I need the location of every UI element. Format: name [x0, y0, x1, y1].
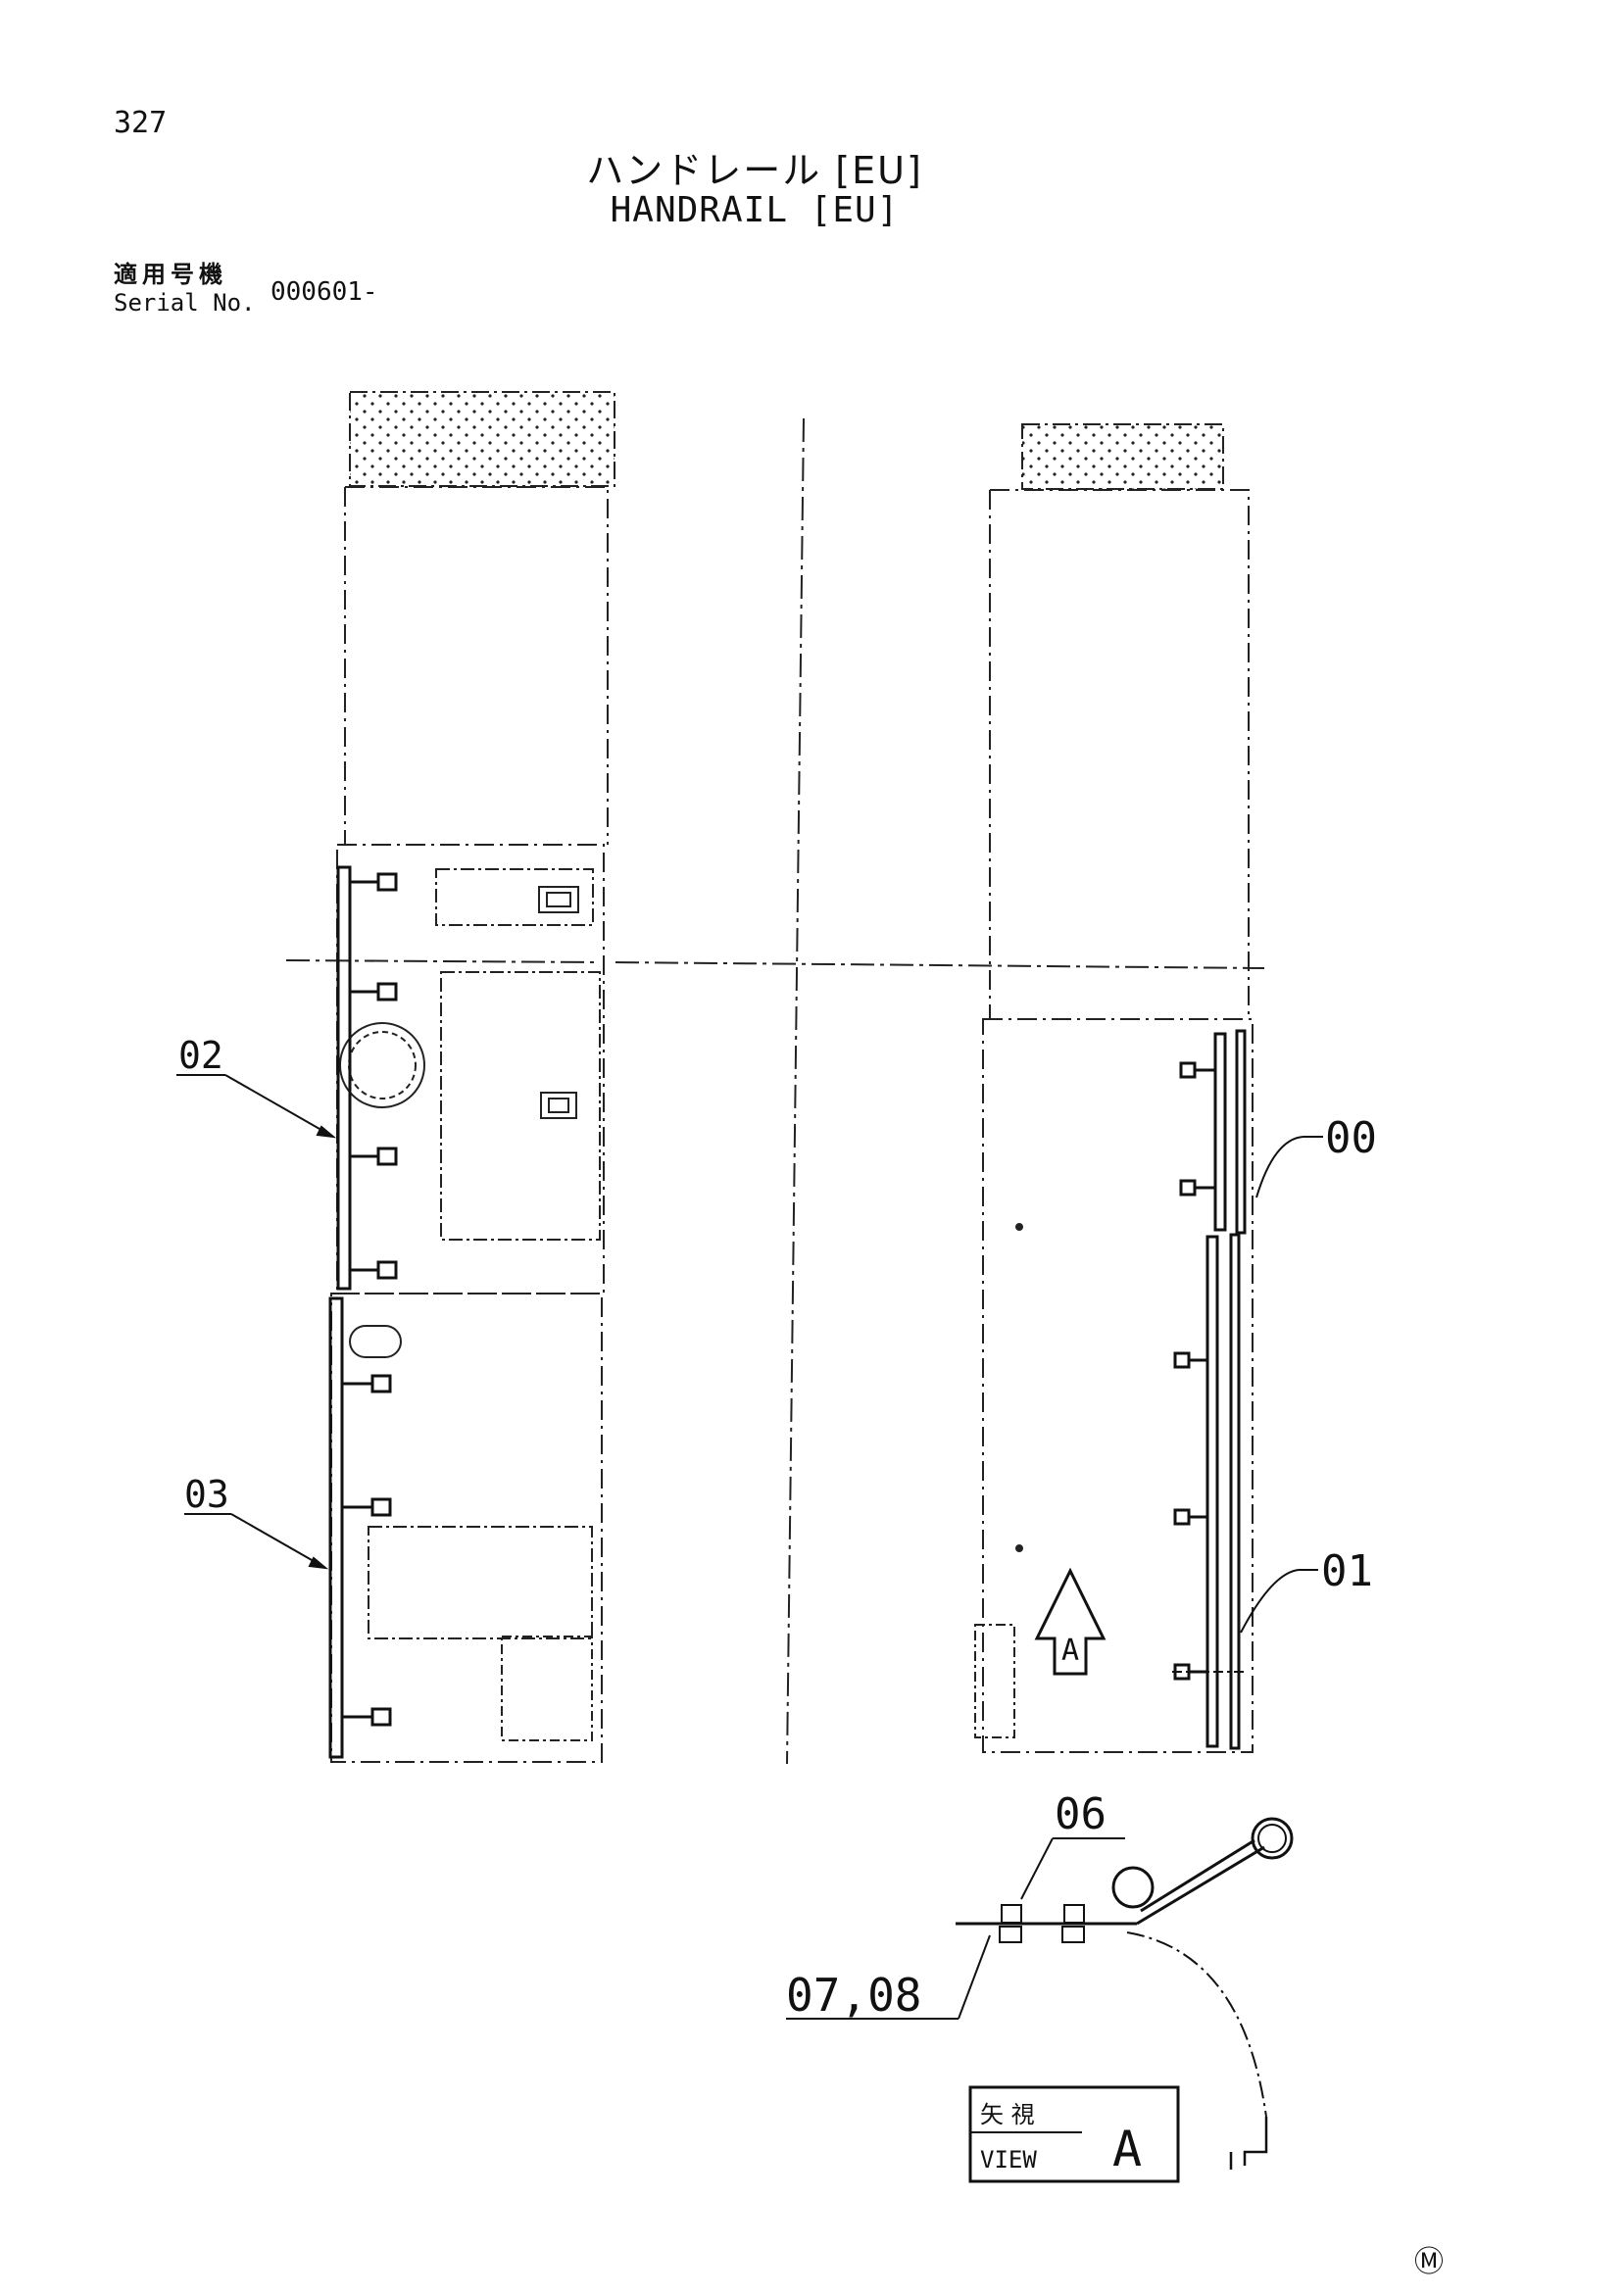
- handrail-01: [1172, 1233, 1247, 1750]
- latch-middle: [540, 1092, 577, 1119]
- callout-03: 03: [184, 1473, 229, 1516]
- serial-label-japanese: 適用号機: [114, 261, 227, 288]
- handrail-03: [328, 1296, 392, 1759]
- serial-label-english: Serial No.: [114, 289, 256, 317]
- view-label-japanese: 矢 視: [980, 2101, 1035, 2128]
- right-hatched-panel: [1021, 423, 1224, 490]
- m-mark: Ⓜ: [1414, 2245, 1444, 2279]
- callout-01: 01: [1321, 1546, 1373, 1596]
- center-lines: [285, 417, 1265, 1765]
- lower-access-panel: [368, 1526, 593, 1639]
- left-hatched-panel: [349, 391, 615, 487]
- callout-00: 00: [1325, 1113, 1377, 1163]
- callout-leaders: [176, 1074, 1323, 1634]
- handrail-00: [1179, 1029, 1247, 1235]
- callout-07-08: 07,08: [786, 1969, 921, 2022]
- detail-callout-leaders: [786, 1837, 1125, 2020]
- handrail-02: [336, 865, 398, 1291]
- view-direction-arrow: [1034, 1567, 1107, 1676]
- page-title-english: HANDRAIL [EU]: [610, 190, 900, 230]
- view-label-english: VIEW: [980, 2146, 1037, 2174]
- left-view-body: [330, 391, 615, 1763]
- detail-view: [956, 1817, 1294, 2170]
- latch-upper: [538, 886, 579, 913]
- view-letter: A: [1112, 2121, 1142, 2177]
- view-arrow-letter: A: [1061, 1634, 1079, 1668]
- serial-number-value: 000601-: [270, 277, 378, 307]
- callout-06: 06: [1055, 1789, 1107, 1839]
- round-cap-outer: [339, 1022, 425, 1108]
- view-a-box: [968, 2085, 1180, 2183]
- upper-lid: [435, 868, 594, 926]
- right-view-body: [974, 423, 1254, 1753]
- page-number: 327: [114, 106, 168, 140]
- callout-02: 02: [178, 1034, 223, 1077]
- round-cap-inner: [348, 1031, 417, 1099]
- page-title-japanese: ハンドレール [EU]: [586, 149, 923, 192]
- rail-tube-section: [1111, 1866, 1155, 1909]
- oval-cutout: [349, 1325, 402, 1358]
- handrail-ring: [1251, 1817, 1294, 1860]
